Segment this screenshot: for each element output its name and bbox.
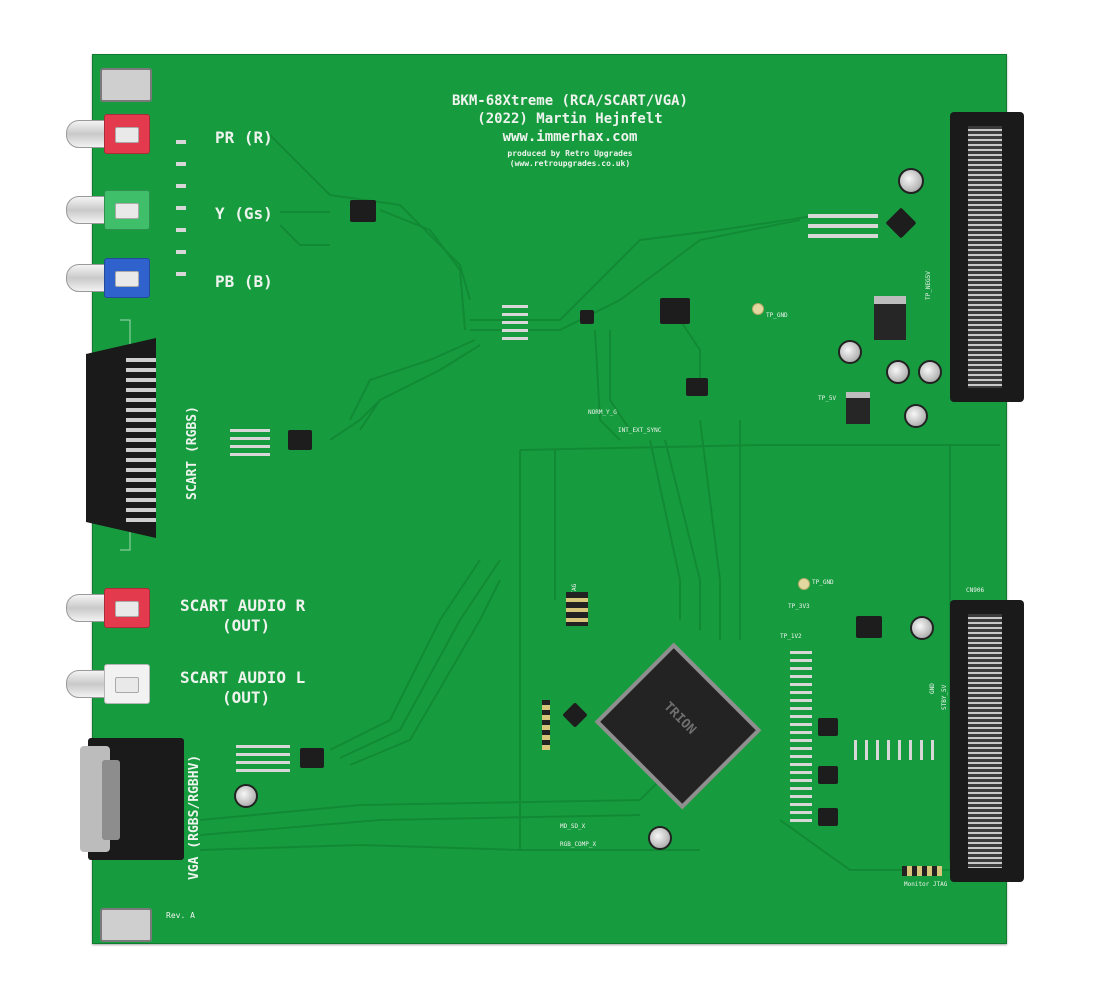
- board-website: www.immerhax.com: [502, 129, 638, 145]
- electrolytic-capacitor-4: [918, 360, 942, 384]
- smd-array-vga: [236, 740, 290, 776]
- electrolytic-capacitor-7: [234, 784, 258, 808]
- pr-label: PR (R): [215, 128, 273, 147]
- ic-sync: [580, 310, 594, 324]
- board-credit-url: (www.retroupgrades.co.uk): [509, 159, 631, 168]
- electrolytic-capacitor: [898, 168, 924, 194]
- stby-5v-label: STBY_5V: [941, 684, 948, 710]
- tp-gnd-pad-2: [798, 578, 810, 590]
- ic-video-dac: [660, 298, 690, 324]
- norm-y-g-label: NORM_Y_G: [588, 409, 617, 416]
- rgb-comp-x-label: RGB_COMP_X: [560, 841, 597, 848]
- tp-gnd-label: TP_GND: [766, 312, 788, 319]
- tp-1v2-label: TP_1V2: [780, 633, 802, 640]
- smd-array-left: [176, 130, 186, 290]
- audio-l-label: SCART AUDIO L: [180, 668, 306, 687]
- electrolytic-capacitor-3: [886, 360, 910, 384]
- audio-l-out-label: (OUT): [222, 688, 271, 707]
- tp-neg5v-label: TP_NEG5V: [925, 271, 932, 300]
- ic-scart-buffer: [288, 430, 312, 450]
- smd-array-top-right: [808, 208, 878, 242]
- tp-5v-label: TP_5V: [818, 395, 837, 402]
- mount-hole-bottom: [100, 908, 152, 942]
- smd-array-right-2: [846, 740, 942, 760]
- audio-r-out-label: (OUT): [222, 616, 271, 635]
- vga-label: VGA (RGBS/RGBHV): [187, 754, 202, 880]
- smd-array-buffer: [502, 300, 528, 340]
- scart-label: SCART (RGBS): [185, 406, 200, 500]
- monitor-jtag-header: [902, 866, 942, 876]
- y-label: Y (Gs): [215, 204, 273, 223]
- ic-sync-sep: [686, 378, 708, 396]
- tp-3v3-label: TP_3V3: [788, 603, 810, 610]
- mount-hole-top: [100, 68, 152, 102]
- board-credit: produced by Retro Upgrades: [507, 149, 633, 158]
- tp-gnd-pad: [752, 303, 764, 315]
- vga-connector: [80, 738, 184, 860]
- board-author: (2022) Martin Hejnfelt: [477, 111, 663, 127]
- tp-gnd-label-2: TP_GND: [812, 579, 834, 586]
- scart-pins: [126, 352, 156, 522]
- voltage-regulator-2: [846, 392, 870, 424]
- debug-header: [542, 700, 550, 750]
- smd-array-scart: [230, 424, 270, 460]
- electrolytic-capacitor-2: [838, 340, 862, 364]
- jtag-header: [566, 592, 588, 626]
- ic-flash: [856, 616, 882, 638]
- voltage-regulator: [874, 296, 906, 340]
- monitor-jtag-label: Monitor JTAG: [904, 881, 948, 888]
- ic-buffer-1: [818, 718, 838, 736]
- revision-label: Rev. A: [166, 911, 195, 920]
- electrolytic-capacitor-8: [648, 826, 672, 850]
- edge-connector-top: [950, 112, 1024, 402]
- title-block: BKM-68Xtreme (RCA/SCART/VGA) (2022) Mart…: [410, 94, 730, 184]
- pb-label: PB (B): [215, 272, 273, 291]
- smd-array-right: [790, 646, 812, 822]
- md-sd-x-label: MD_SD_X: [560, 823, 586, 830]
- ic-buffer-2: [818, 766, 838, 784]
- ic-vga-buffer: [300, 748, 324, 768]
- int-ext-sync-label: INT_EXT_SYNC: [618, 427, 662, 434]
- gnd-label: GND: [929, 683, 936, 694]
- electrolytic-capacitor-5: [904, 404, 928, 428]
- edge-connector-bottom: [950, 600, 1024, 882]
- audio-r-label: SCART AUDIO R: [180, 596, 306, 615]
- cn906-label: CN906: [966, 587, 985, 594]
- ic-buffer-3: [818, 808, 838, 826]
- electrolytic-capacitor-6: [910, 616, 934, 640]
- ic-video-buffer: [350, 200, 376, 222]
- board-title: BKM-68Xtreme (RCA/SCART/VGA): [451, 93, 688, 109]
